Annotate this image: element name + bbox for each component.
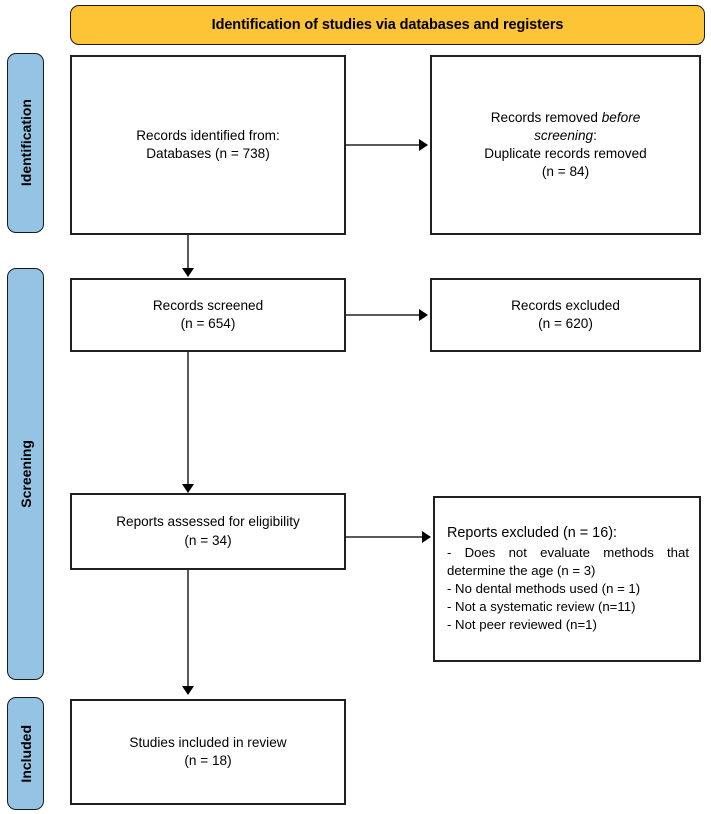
connector-assessed-to-excluded-arrowhead <box>422 531 431 543</box>
records-identified-line2: Databases (n = 738) <box>146 146 270 161</box>
records-excluded-line2: (n = 620) <box>538 316 593 331</box>
reports-excluded-heading: Reports excluded (n = 16): <box>447 525 617 542</box>
connector-identified-to-removed-arrowhead <box>419 139 428 151</box>
box-records-screened: Records screened (n = 654) <box>70 278 346 352</box>
box-records-removed-text: Records removed before screening: Duplic… <box>484 109 646 182</box>
records-removed-line1-em: before <box>601 109 641 125</box>
records-removed-line1-a: Records removed <box>490 109 602 125</box>
reports-excluded-item-3: - Not a systematic review (n=11) <box>447 598 636 614</box>
connector-screened-to-assessed-line <box>187 352 189 486</box>
box-records-screened-text: Records screened (n = 654) <box>153 297 263 333</box>
connector-identified-to-screened-arrowhead <box>182 268 194 277</box>
box-records-excluded: Records excluded (n = 620) <box>430 278 701 352</box>
box-records-identified-text: Records identified from: Databases (n = … <box>136 127 280 163</box>
records-removed-line3: Duplicate records removed <box>484 146 647 161</box>
box-records-excluded-text: Records excluded (n = 620) <box>511 297 620 333</box>
connector-assessed-to-included-line <box>187 570 189 688</box>
box-reports-excluded: Reports excluded (n = 16): - Does not ev… <box>433 496 701 662</box>
stage-bar-screening: Screening <box>7 268 44 680</box>
phase-banner-label: Identification of studies via databases … <box>211 17 564 33</box>
reports-excluded-item-2: - No dental methods used (n = 1) <box>447 580 641 596</box>
connector-assessed-to-excluded-line <box>346 536 423 538</box>
phase-banner-identification: Identification of studies via databases … <box>70 5 705 45</box>
connector-identified-to-screened-line <box>187 235 189 271</box>
reports-assessed-line2: (n = 34) <box>184 532 232 548</box>
records-removed-line2-b: : <box>593 127 597 143</box>
connector-screened-to-excluded-line <box>346 314 420 316</box>
stage-bar-identification-label: Identification <box>17 99 34 187</box>
connector-screened-to-assessed-arrowhead <box>182 484 194 493</box>
records-removed-line2-em: screening <box>534 127 594 143</box>
stage-bar-included: Included <box>7 697 44 810</box>
reports-assessed-line1: Reports assessed for eligibility <box>116 514 300 530</box>
records-removed-line4: (n = 84) <box>541 164 590 180</box>
connector-assessed-to-included-arrowhead <box>182 686 194 695</box>
records-excluded-line1: Records excluded <box>511 297 620 313</box>
box-studies-included-text: Studies included in review (n = 18) <box>129 734 286 770</box>
box-records-removed-before-screening: Records removed before screening: Duplic… <box>430 55 701 235</box>
connector-identified-to-removed-line <box>346 144 420 146</box>
records-screened-line2: (n = 654) <box>180 316 236 331</box>
box-records-identified: Records identified from: Databases (n = … <box>70 55 346 235</box>
stage-bar-identification: Identification <box>7 53 44 233</box>
records-screened-line1: Records screened <box>152 297 264 313</box>
box-reports-assessed-text: Reports assessed for eligibility (n = 34… <box>116 513 300 549</box>
reports-excluded-item-1: - Does not evaluate methods that determi… <box>447 544 689 578</box>
studies-included-line1: Studies included in review <box>129 734 287 750</box>
box-reports-assessed: Reports assessed for eligibility (n = 34… <box>70 493 346 570</box>
box-studies-included: Studies included in review (n = 18) <box>70 699 346 805</box>
connector-screened-to-excluded-arrowhead <box>419 309 428 321</box>
records-identified-line1: Records identified from: <box>136 127 280 143</box>
stage-bar-included-label: Included <box>17 724 34 783</box>
reports-excluded-item-4: - Not peer reviewed (n=1) <box>447 616 597 632</box>
box-reports-excluded-text: Reports excluded (n = 16): - Does not ev… <box>447 524 689 633</box>
stage-bar-screening-label: Screening <box>17 440 34 508</box>
studies-included-line2: (n = 18) <box>184 753 232 768</box>
